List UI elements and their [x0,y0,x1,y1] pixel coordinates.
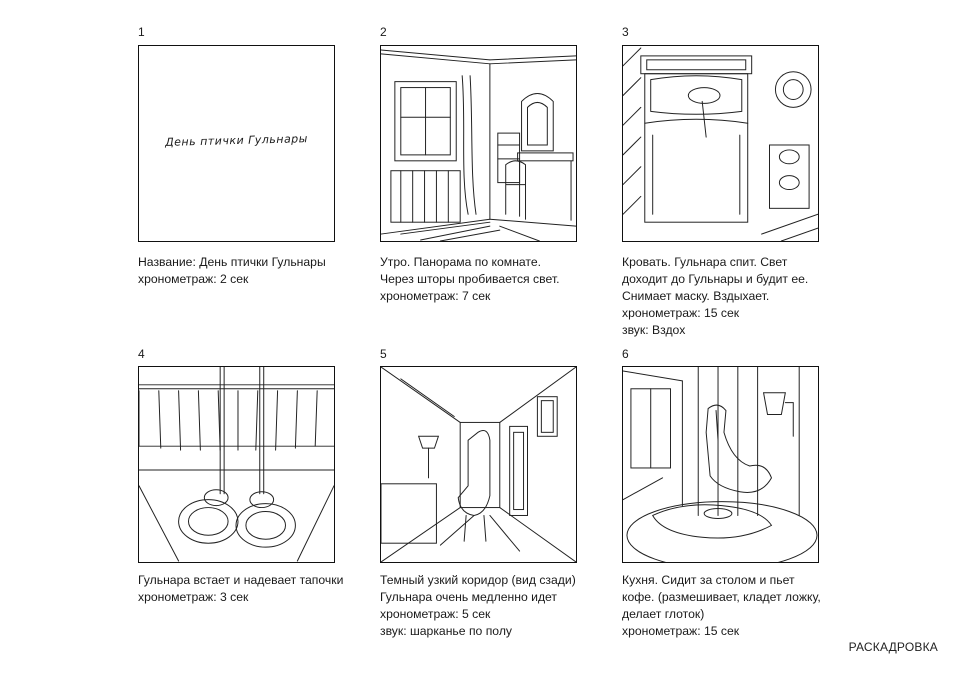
storyboard-frame-6 [622,366,819,563]
caption-line: Гульнара очень медленно идет [380,590,558,604]
caption-line: звук: Вздох [622,323,686,337]
caption-frame-6: Кухня. Сидит за столом и пьет кофе. (раз… [622,572,852,640]
caption-line: Название: День птички Гульнары [138,255,326,269]
frame-number-4: 4 [138,347,145,361]
caption-line: Кровать. Гульнара спит. Свет [622,255,788,269]
caption-line: Снимает маску. Вздыхает. [622,289,770,303]
caption-frame-5: Темный узкий коридор (вид сзади) Гульнар… [380,572,610,640]
caption-line: Кухня. Сидит за столом и пьет [622,573,795,587]
caption-line: Через шторы пробивается свет. [380,272,560,286]
caption-line: Темный узкий коридор (вид сзади) [380,573,576,587]
caption-line: доходит до Гульнары и будит ее. [622,272,809,286]
caption-frame-1: Название: День птички Гульнары хронометр… [138,254,368,288]
caption-line: хронометраж: 7 сек [380,289,491,303]
frame-number-2: 2 [380,25,387,39]
corridor-sketch [381,367,576,562]
slippers-sketch [139,367,334,562]
title-card-text: День птички Гульнары [164,132,309,149]
storyboard-frame-2 [380,45,577,242]
caption-line: хронометраж: 15 сек [622,306,740,320]
frame-number-1: 1 [138,25,145,39]
frame-number-5: 5 [380,347,387,361]
caption-line: Гульнара встает и надевает тапочки [138,573,344,587]
frame-number-3: 3 [622,25,629,39]
caption-frame-3: Кровать. Гульнара спит. Свет доходит до … [622,254,852,339]
caption-line: хронометраж: 2 сек [138,272,249,286]
storyboard-frame-4 [138,366,335,563]
storyboard-frame-1: День птички Гульнары [138,45,335,242]
bed-sketch [623,47,818,241]
caption-frame-4: Гульнара встает и надевает тапочки хроно… [138,572,368,606]
caption-line: хронометраж: 15 сек [622,624,740,638]
room-sketch [381,49,576,241]
caption-line: кофе. (размешивает, кладет ложку, [622,590,821,604]
caption-line: звук: шарканье по полу [380,624,513,638]
caption-line: Утро. Панорама по комнате. [380,255,542,269]
footer-label: РАСКАДРОВКА [848,640,938,654]
caption-line: хронометраж: 5 сек [380,607,491,621]
caption-frame-2: Утро. Панорама по комнате. Через шторы п… [380,254,610,305]
caption-line: хронометраж: 3 сек [138,590,249,604]
caption-line: делает глоток) [622,607,705,621]
kitchen-sketch [623,367,818,562]
frame-number-6: 6 [622,347,629,361]
storyboard-frame-5 [380,366,577,563]
storyboard-frame-3 [622,45,819,242]
